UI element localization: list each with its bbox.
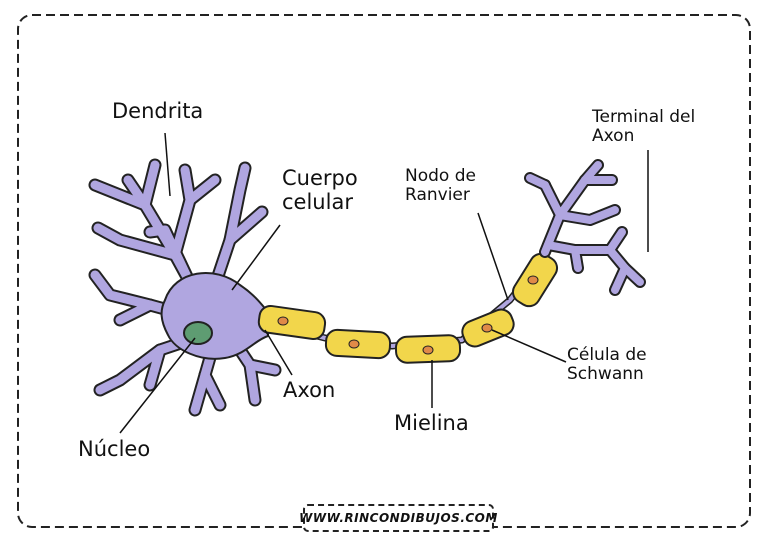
schwann-nucleus: [422, 345, 434, 355]
schwann-nucleus: [527, 275, 539, 285]
leader-dendrita: [164, 132, 171, 197]
neuron: [88, 158, 646, 417]
myelin-sheath: [257, 252, 559, 364]
label-dendrita: Dendrita: [112, 99, 204, 123]
leader-lines: [119, 132, 649, 434]
label-celula-schwann: Célula de Schwann: [567, 345, 647, 385]
website-badge: WWW.RINCONDIBUJOS.COM: [299, 504, 497, 532]
leader-nodo-ranvier: [477, 212, 509, 301]
schwann-nucleus: [277, 316, 289, 326]
label-cuerpo-celular: Cuerpo celular: [282, 166, 358, 214]
leader-nucleo: [119, 337, 196, 434]
axon-terminal-fill: [526, 161, 644, 294]
label-nodo-ranvier: Nodo de Ranvier: [405, 166, 476, 206]
leader-axon: [264, 329, 293, 376]
label-nucleo: Núcleo: [78, 437, 151, 461]
schwann-nuclei: [277, 275, 539, 355]
myelin-segment: [257, 304, 327, 341]
label-terminal-axon: Terminal del Axon: [592, 107, 696, 147]
leader-celula-schwann: [491, 329, 567, 363]
label-axon: Axon: [283, 378, 336, 402]
cell-body: [160, 272, 269, 360]
schwann-nucleus: [481, 323, 493, 333]
nucleus: [183, 321, 213, 345]
label-mielina: Mielina: [394, 411, 469, 435]
leader-cuerpo-celular: [231, 224, 281, 291]
schwann-nucleus: [348, 339, 360, 349]
